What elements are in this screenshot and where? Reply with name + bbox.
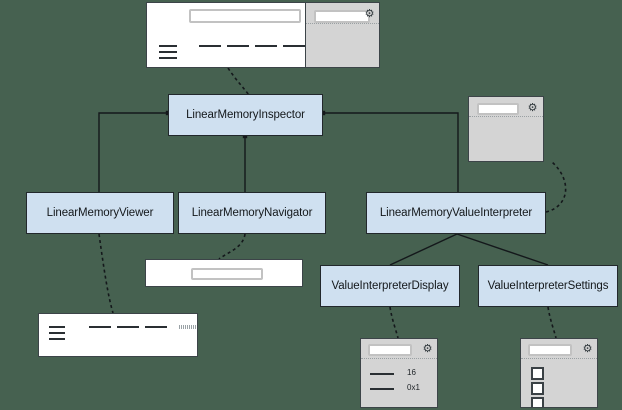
- value-readout: 16: [407, 368, 416, 377]
- gear-icon[interactable]: ⚙: [364, 8, 375, 20]
- side-panel-titlebar: [306, 3, 379, 24]
- edge-valueinterpreter-to-settings: [456, 233, 549, 266]
- memory-ascii-column: [179, 325, 197, 329]
- gear-icon[interactable]: ⚙: [422, 343, 433, 355]
- memory-address-line: [49, 338, 65, 340]
- class-node-label: ValueInterpreterDisplay: [331, 280, 449, 292]
- class-node-label: LinearMemoryNavigator: [191, 207, 313, 219]
- edge-callout-vi-display-thumb: [389, 306, 399, 339]
- class-node-vi-display[interactable]: ValueInterpreterDisplay: [320, 265, 460, 307]
- edge-callout-valueinterpreter-thumb: [545, 161, 567, 213]
- gear-icon[interactable]: ⚙: [527, 102, 538, 114]
- value-interpreter-settings-screenshot[interactable]: ⚙: [520, 338, 598, 408]
- value-readout: 0x1: [407, 383, 420, 392]
- linear-memory-navigator-screenshot[interactable]: [145, 259, 303, 287]
- class-node-label: LinearMemoryInspector: [186, 109, 305, 121]
- memory-byte-group: [255, 45, 277, 47]
- linear-memory-inspector-screenshot[interactable]: ⚙: [146, 2, 380, 68]
- memory-address-line: [49, 332, 65, 334]
- settings-checkbox[interactable]: [531, 397, 544, 407]
- value-interpreter-display-screenshot[interactable]: ⚙ 16 0x1: [360, 338, 438, 408]
- class-node-navigator[interactable]: LinearMemoryNavigator: [178, 192, 326, 234]
- class-node-vi-settings[interactable]: ValueInterpreterSettings: [478, 265, 618, 307]
- class-node-viewer[interactable]: LinearMemoryViewer: [26, 192, 174, 234]
- memory-byte-group: [227, 45, 249, 47]
- linear-memory-value-interpreter-screenshot[interactable]: ⚙: [468, 96, 544, 162]
- edge-valueinterpreter-to-display: [389, 233, 458, 266]
- edge-inspector-to-valueinterpreter: [323, 112, 459, 192]
- panel-search-input[interactable]: [477, 103, 519, 115]
- side-panel: ⚙: [305, 3, 379, 67]
- memory-address-line: [159, 45, 177, 47]
- settings-checkbox[interactable]: [531, 382, 544, 395]
- gear-icon[interactable]: ⚙: [582, 343, 593, 355]
- value-type-line: [370, 373, 394, 375]
- memory-byte-group: [89, 326, 111, 328]
- class-node-label: LinearMemoryValueInterpreter: [379, 207, 533, 219]
- linear-memory-viewer-screenshot[interactable]: [38, 313, 198, 357]
- settings-search-input[interactable]: [528, 344, 572, 356]
- value-type-line: [370, 388, 394, 390]
- edge-inspector-to-viewer: [98, 112, 168, 192]
- edge-callout-vi-settings-thumb: [547, 306, 557, 339]
- edge-callout-navigator-thumb: [218, 233, 246, 260]
- memory-pane: [147, 3, 349, 67]
- class-node-inspector[interactable]: LinearMemoryInspector: [168, 94, 323, 136]
- memory-address-line: [49, 326, 65, 328]
- memory-address-line: [159, 57, 177, 59]
- edge-callout-viewer-thumb: [98, 233, 114, 314]
- memory-address-input[interactable]: [189, 9, 301, 23]
- memory-byte-group: [283, 45, 305, 47]
- memory-address-line: [159, 51, 177, 53]
- memory-byte-group: [145, 326, 167, 328]
- navigator-address-input[interactable]: [191, 268, 263, 280]
- side-panel-search-input[interactable]: [314, 10, 370, 23]
- edge-callout-inspector-thumb: [227, 67, 250, 96]
- memory-byte-group: [117, 326, 139, 328]
- memory-byte-group: [199, 45, 221, 47]
- class-node-valueinterpreter[interactable]: LinearMemoryValueInterpreter: [366, 192, 546, 234]
- settings-checkbox[interactable]: [531, 367, 544, 380]
- display-search-input[interactable]: [368, 344, 412, 356]
- class-node-label: ValueInterpreterSettings: [487, 280, 609, 292]
- class-node-label: LinearMemoryViewer: [46, 207, 154, 219]
